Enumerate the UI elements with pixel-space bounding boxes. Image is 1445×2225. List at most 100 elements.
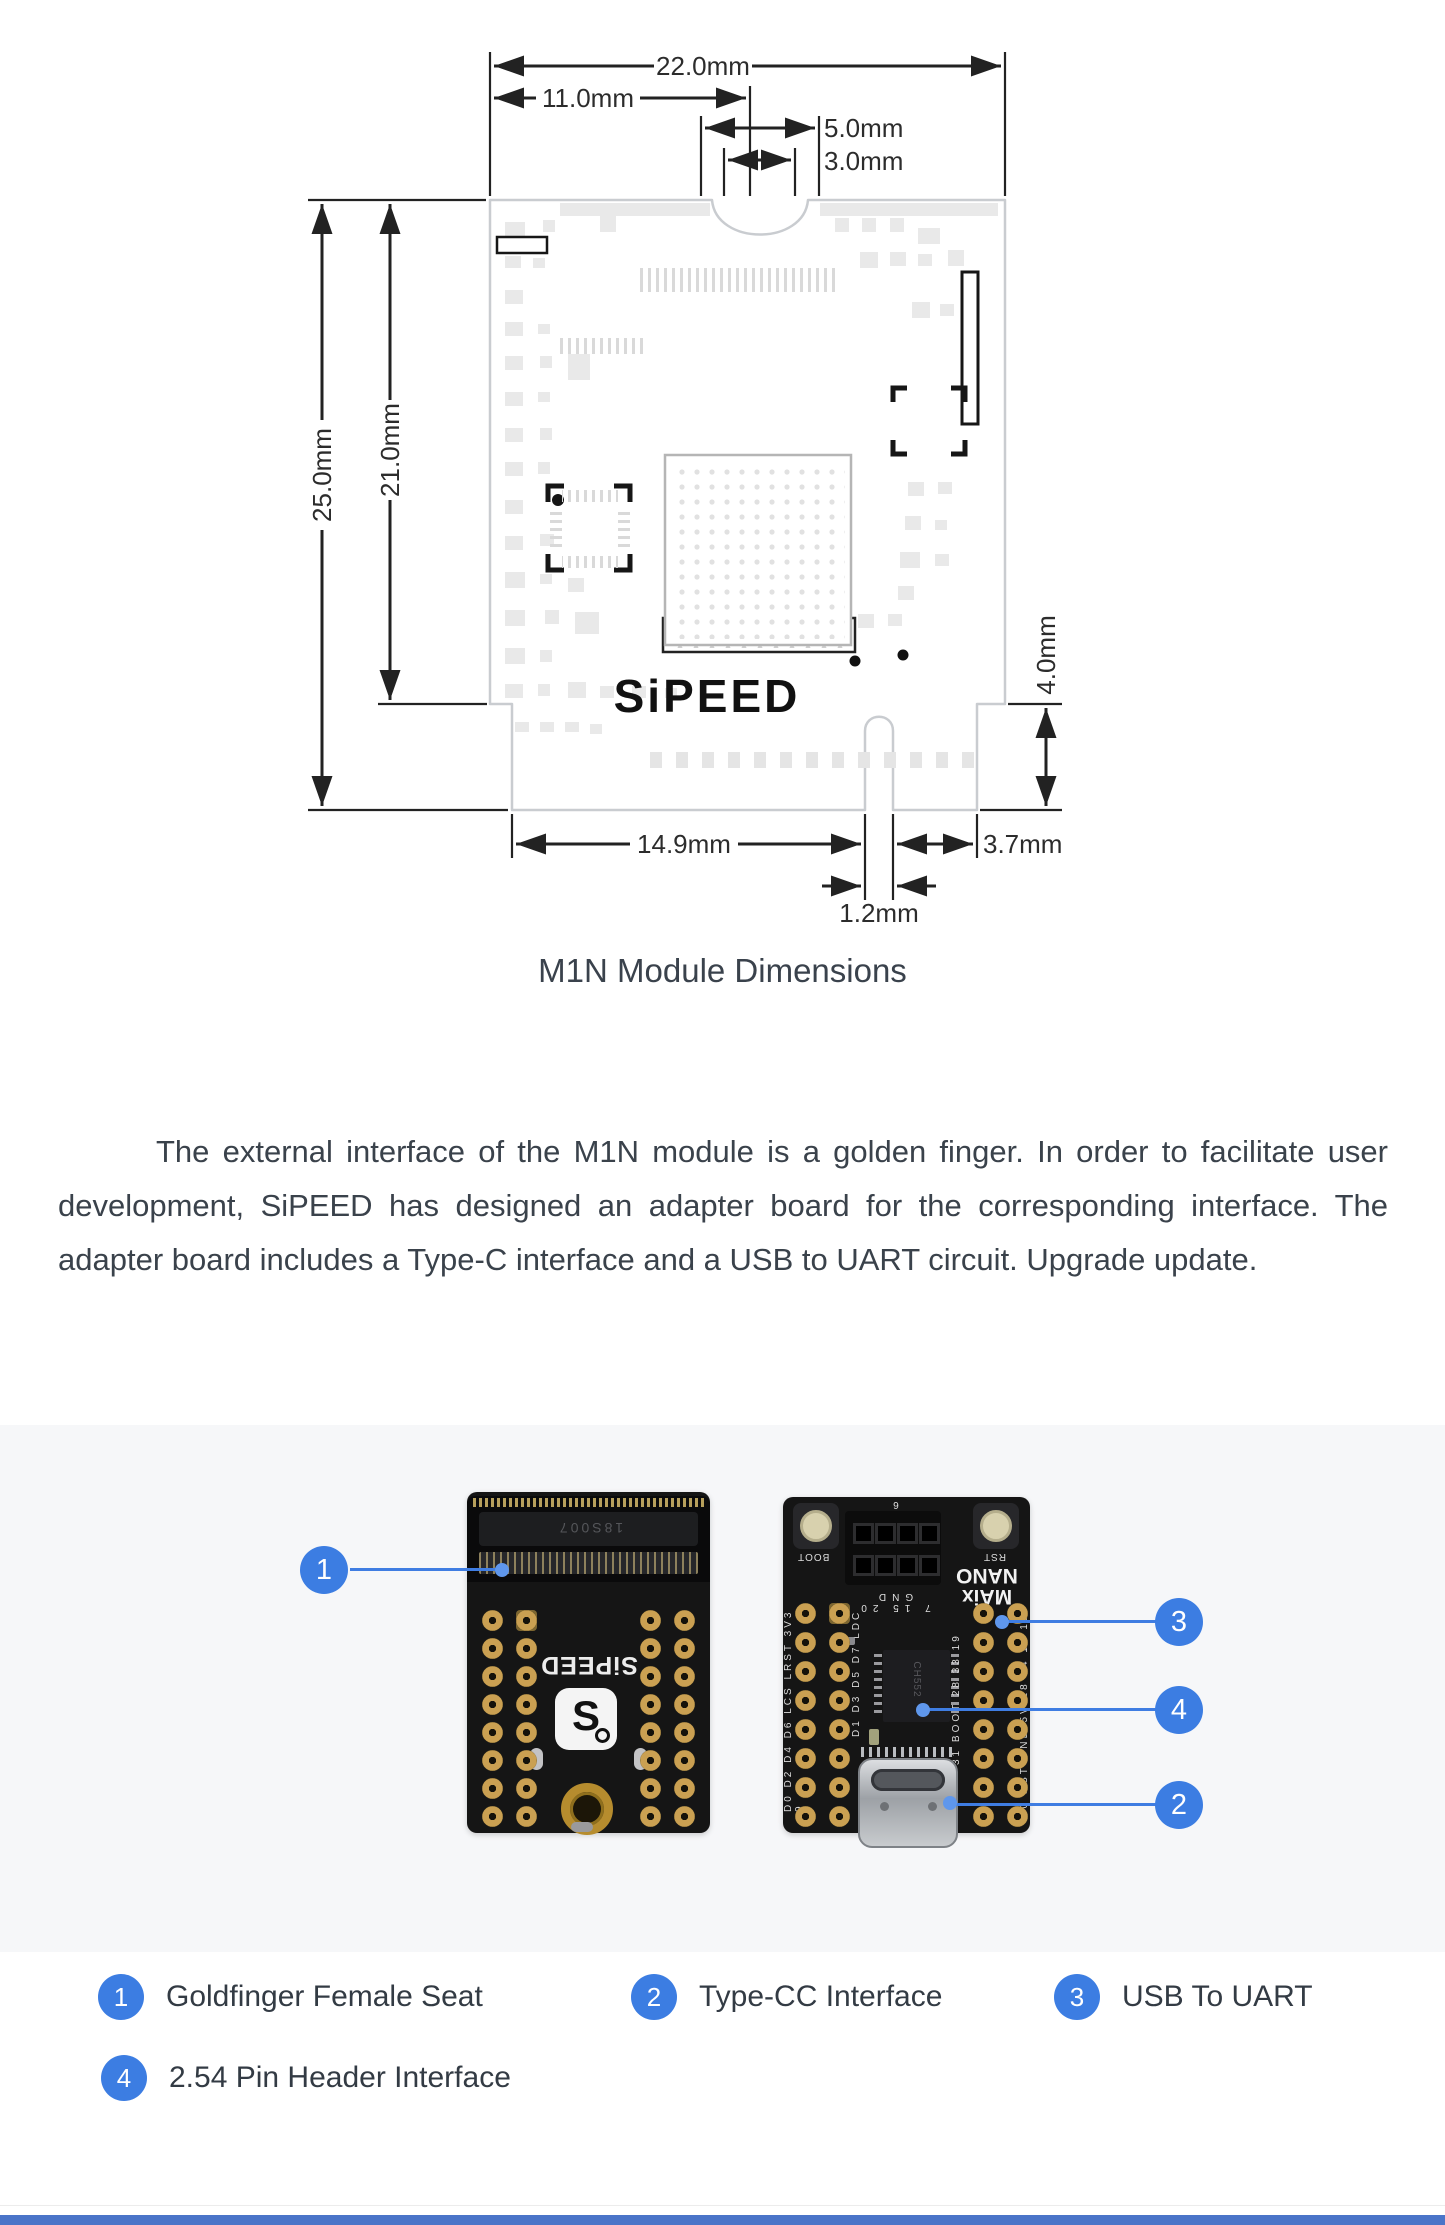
solder-pad [482, 1806, 503, 1827]
legend-label-4: 2.54 Pin Header Interface [169, 2061, 511, 2094]
callout-4-dot [916, 1703, 930, 1717]
solder-pad [1007, 1632, 1028, 1653]
solder-pad [516, 1666, 537, 1687]
solder-pad [795, 1719, 816, 1740]
solder-pad [795, 1777, 816, 1798]
solder-pad [674, 1750, 695, 1771]
callout-3: 3 [1155, 1598, 1203, 1646]
dim-notch-width: 5.0mm [824, 113, 903, 143]
solder-pad [640, 1778, 661, 1799]
goldfinger-teeth [473, 1498, 704, 1507]
passive-component [869, 1729, 879, 1745]
solder-pad [1007, 1777, 1028, 1798]
dimension-lines [311, 55, 1057, 897]
body-paragraph: The external interface of the M1N module… [58, 1134, 1388, 1277]
solder-pad [674, 1638, 695, 1659]
solder-pad [482, 1778, 503, 1799]
solder-pad [1007, 1661, 1028, 1682]
solder-pad [795, 1806, 816, 1827]
solder-pad [973, 1719, 994, 1740]
boot-button [793, 1503, 839, 1549]
solder-pad [516, 1610, 537, 1631]
callout-1-line [350, 1568, 502, 1571]
solder-pad [1007, 1690, 1028, 1711]
chip-pins-left [874, 1654, 882, 1718]
callout-4-number: 4 [1170, 1693, 1188, 1726]
callout-2-dot [943, 1796, 957, 1810]
solder-pad [973, 1661, 994, 1682]
solder-pad [1007, 1748, 1028, 1769]
solder-pad [674, 1778, 695, 1799]
solder-pad [516, 1638, 537, 1659]
legend-item-pin-header: 4 2.54 Pin Header Interface [101, 2055, 511, 2101]
solder-pad [674, 1722, 695, 1743]
usb-c-opening [871, 1769, 945, 1791]
solder-pad [829, 1719, 850, 1740]
callout-2-line [952, 1803, 1156, 1806]
solder-pad [829, 1806, 850, 1827]
connector-marking: 18S007 [556, 1520, 624, 1536]
solder-pad [829, 1603, 850, 1624]
solder-pad [829, 1661, 850, 1682]
usb-c-rivet [928, 1802, 937, 1811]
solder-pad [640, 1750, 661, 1771]
footer-bar [0, 2215, 1445, 2225]
dimension-diagram: SiPEED 22.0mm 11.0mm [307, 51, 1062, 928]
solder-pad [1007, 1806, 1028, 1827]
nano-text: NANO [956, 1564, 1018, 1587]
bottom-tab [571, 1822, 593, 1832]
callout-3-number: 3 [1170, 1605, 1188, 1638]
logo-ring [595, 1728, 610, 1743]
inner-left-pin-labels: D1 D3 D5 D7 LDC [851, 1609, 862, 1737]
solder-pad [973, 1690, 994, 1711]
reset-button-cap [980, 1510, 1012, 1542]
chip-pins-right [951, 1654, 959, 1718]
solder-pad [973, 1603, 994, 1624]
legend-badge-4: 4 [101, 2055, 147, 2101]
solder-pad [674, 1694, 695, 1715]
connector-pins [479, 1552, 698, 1574]
solder-pad [829, 1632, 850, 1653]
solder-pad [516, 1722, 537, 1743]
solder-pad [640, 1806, 661, 1827]
solder-pad [829, 1777, 850, 1798]
callout-1-dot [495, 1563, 509, 1577]
right-board: BOOT RST 3V3 21 8 6 7 15 20 GND MAix NAN… [783, 1497, 1030, 1848]
dim-height-body: 21.0mm [375, 403, 405, 497]
solder-pad [516, 1694, 537, 1715]
solder-pad [640, 1610, 661, 1631]
legend-item-usb-uart: 3 USB To UART [1054, 1974, 1313, 2020]
dim-notch-inner: 3.0mm [824, 146, 903, 176]
footer-divider [0, 2205, 1445, 2206]
maix-nano-silk: MAix NANO [955, 1564, 1019, 1608]
solder-pad [973, 1806, 994, 1827]
solder-pad [973, 1748, 994, 1769]
solder-pad [640, 1638, 661, 1659]
callout-3-line [1004, 1620, 1156, 1623]
callout-3-dot [995, 1615, 1009, 1629]
dim-tab-height: 4.0mm [1031, 615, 1061, 694]
legend-badge-2: 2 [631, 1974, 677, 2020]
solder-pad [640, 1694, 661, 1715]
callout-1-number: 1 [315, 1553, 333, 1586]
solder-pad [973, 1777, 994, 1798]
left-board: 18S007 SiPEED S [467, 1492, 710, 1835]
solder-pad [829, 1748, 850, 1769]
left-board-silk-logo: SiPEED [540, 1651, 638, 1679]
boot-button-cap [800, 1510, 832, 1542]
legend-label-3: USB To UART [1122, 1980, 1313, 2013]
usb-c-pins [861, 1747, 955, 1757]
solder-pad [795, 1748, 816, 1769]
solder-pad [482, 1750, 503, 1771]
connector-slot [479, 1512, 698, 1546]
callout-4: 4 [1155, 1686, 1203, 1734]
solder-pad [795, 1603, 816, 1624]
reset-button [973, 1503, 1019, 1549]
inner-right-pin-labels: 31 BOOT 28 33 19 [951, 1633, 962, 1765]
callout-2-number: 2 [1170, 1788, 1188, 1821]
pcb-pads [505, 203, 998, 768]
adapter-board-photo: 18S007 SiPEED S BOOT RST 3V3 21 8 6 [0, 1425, 1445, 1952]
solder-pad [482, 1666, 503, 1687]
solder-pad [1007, 1603, 1028, 1624]
solder-pad [674, 1806, 695, 1827]
